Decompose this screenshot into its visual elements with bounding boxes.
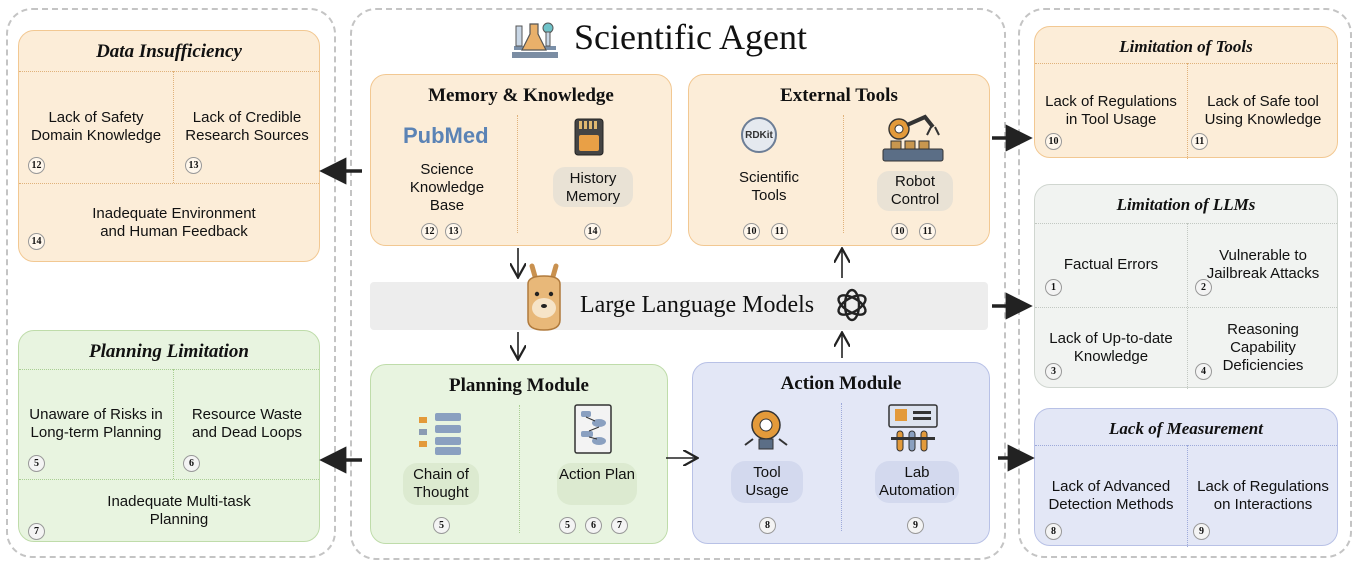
memory-knowledge-title: Memory & Knowledge <box>428 85 614 106</box>
diagram-title: Scientific Agent <box>574 17 807 57</box>
badge: 11 <box>1191 133 1208 150</box>
cell-safety-domain-knowledge: Lack of Safety Domain Knowledge <box>30 109 162 144</box>
tool-usage-label: Tool Usage <box>731 461 803 503</box>
planning-module-card: Planning Module Chain of Thought 5 Actio… <box>370 364 668 544</box>
external-tools-title: External Tools <box>780 85 898 106</box>
badge: 6 <box>183 455 200 472</box>
badge: 13 <box>445 223 462 240</box>
badge: 9 <box>907 517 924 534</box>
cell-multi-task-planning: Inadequate Multi-task Planning <box>107 493 251 528</box>
badge: 2 <box>1195 279 1212 296</box>
cell-safe-tool-using-knowledge: Lack of Safe tool Using Knowledge <box>1204 93 1322 128</box>
badge: 7 <box>28 523 45 540</box>
llama-icon <box>527 263 561 331</box>
badge: 10 <box>743 223 760 240</box>
badge: 4 <box>1195 363 1212 380</box>
cell-up-to-date-knowledge: Lack of Up-to-date Knowledge <box>1049 330 1173 365</box>
badge: 8 <box>1045 523 1062 540</box>
science-knowledge-base-label: Science Knowledge Base <box>409 161 485 214</box>
action-plan-icon <box>574 404 612 454</box>
badge: 5 <box>28 455 45 472</box>
right-panel <box>1018 8 1352 558</box>
lab-automation-label: Lab Automation <box>875 461 959 503</box>
cell-factual-errors: Factual Errors <box>1063 256 1159 273</box>
badge: 12 <box>421 223 438 240</box>
pubmed-logo: PubMed <box>403 123 489 148</box>
chain-of-thought-icon <box>419 413 461 455</box>
openai-logo-icon <box>837 288 867 322</box>
left-panel <box>6 8 336 558</box>
action-module-title: Action Module <box>780 373 902 394</box>
lack-of-measurement-card: Lack of Measurement Lack of Advanced Det… <box>1034 408 1338 547</box>
memory-card-icon <box>574 118 604 156</box>
llm-label: Large Language Models <box>580 292 815 318</box>
limitation-of-llms-card: Limitation of LLMs Factual Errors 1 Vuln… <box>1034 184 1338 389</box>
badge: 7 <box>611 517 628 534</box>
limitation-of-tools-card: Limitation of Tools Lack of Regulations … <box>1034 26 1338 159</box>
planning-limitation-title: Planning Limitation <box>89 341 249 362</box>
badge: 3 <box>1045 363 1062 380</box>
robot-control-label: Robot Control <box>877 171 953 211</box>
badge: 10 <box>1045 133 1062 150</box>
lab-automation-icon <box>888 404 938 452</box>
badge: 11 <box>771 223 788 240</box>
planning-limitation-card: Planning Limitation Unaware of Risks in … <box>18 330 320 542</box>
robot-arm-icon <box>882 114 944 162</box>
chain-of-thought-label: Chain of Thought <box>403 463 479 505</box>
cell-unaware-of-risks: Unaware of Risks in Long-term Planning <box>29 406 163 441</box>
data-insufficiency-card: Data Insufficiency Lack of Safety Domain… <box>18 30 320 262</box>
limitation-of-tools-title: Limitation of Tools <box>1119 37 1253 56</box>
flask-icon <box>512 22 558 58</box>
planning-module-title: Planning Module <box>449 375 589 396</box>
history-memory-label: History Memory <box>553 167 633 207</box>
badge: 14 <box>584 223 601 240</box>
scientific-tools-label: Scientific Tools <box>738 169 800 204</box>
action-module-card: Action Module Tool Usage 8 Lab Automatio… <box>692 362 990 544</box>
center-panel <box>350 8 1006 560</box>
cell-credible-research-sources: Lack of Credible Research Sources <box>185 109 309 144</box>
badge: 12 <box>28 157 45 174</box>
limitation-of-llms-title: Limitation of LLMs <box>1116 195 1256 214</box>
badge: 1 <box>1045 279 1062 296</box>
badge: 10 <box>891 223 908 240</box>
cell-regulations-on-interactions: Lack of Regulations on Interactions <box>1197 478 1329 513</box>
data-insufficiency-title: Data Insufficiency <box>96 41 242 62</box>
memory-knowledge-card: Memory & Knowledge PubMed Science Knowle… <box>370 74 672 246</box>
llm-bar <box>370 282 988 330</box>
cell-reasoning-deficiencies: Reasoning Capability Deficiencies <box>1222 321 1304 374</box>
badge: 5 <box>433 517 450 534</box>
rdkit-logo-icon: RDKit <box>741 117 777 153</box>
badge: 13 <box>185 157 202 174</box>
cell-jailbreak-attacks: Vulnerable to Jailbreak Attacks <box>1206 247 1320 282</box>
cell-resource-waste: Resource Waste and Dead Loops <box>191 406 303 441</box>
cell-regulations-in-tool-usage: Lack of Regulations in Tool Usage <box>1045 93 1177 128</box>
badge: 9 <box>1193 523 1210 540</box>
badge: 6 <box>585 517 602 534</box>
badge: 8 <box>759 517 776 534</box>
badge: 14 <box>28 233 45 250</box>
cell-advanced-detection-methods: Lack of Advanced Detection Methods <box>1048 478 1174 513</box>
tool-usage-icon <box>744 410 788 450</box>
rdkit-logo-text: RDKit <box>745 129 773 141</box>
badge: 11 <box>919 223 936 240</box>
badge: 5 <box>559 517 576 534</box>
cell-environment-human-feedback: Inadequate Environment and Human Feedbac… <box>92 205 256 240</box>
lack-of-measurement-title: Lack of Measurement <box>1109 419 1263 438</box>
external-tools-card: External Tools RDKit Scientific Tools 10… <box>688 74 990 246</box>
action-plan-label: Action Plan <box>557 463 637 505</box>
